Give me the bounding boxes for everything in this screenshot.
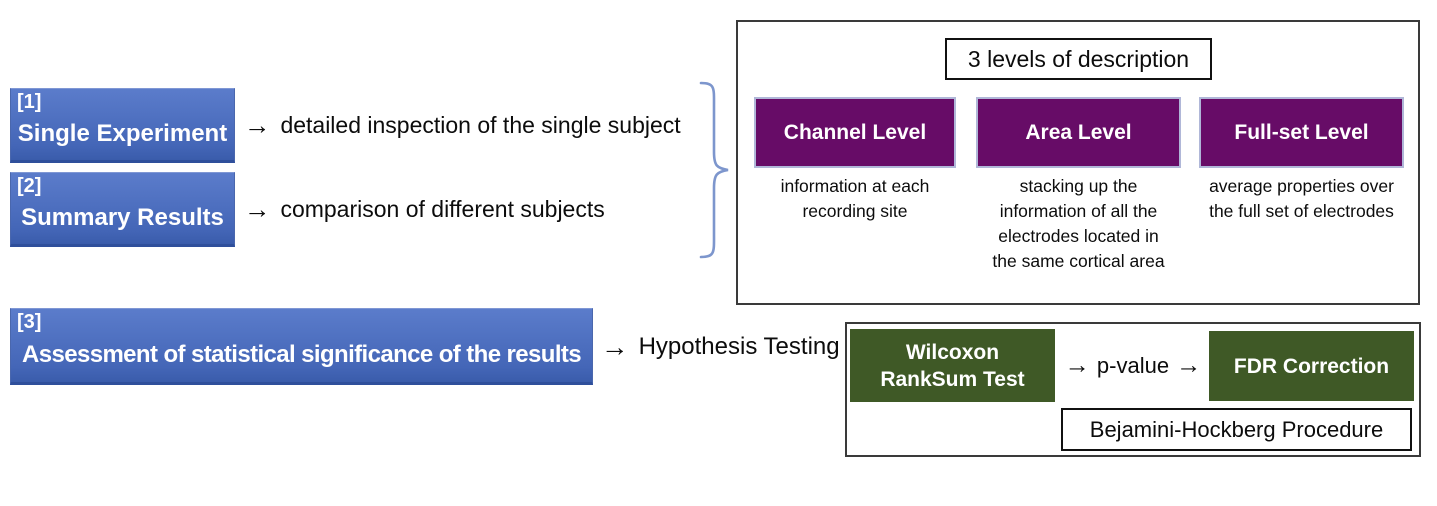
right-arrow-icon: → <box>601 330 629 362</box>
step3-description: Hypothesis Testing <box>638 332 840 360</box>
levels-panel: 3 levels of description Channel Level Ar… <box>736 20 1420 305</box>
benjamini-hochberg-label: Bejamini-Hockberg Procedure <box>1089 416 1384 442</box>
fullset-level-box: Full-set Level <box>1199 97 1404 168</box>
step1-description-row: → detailed inspection of the single subj… <box>244 88 681 163</box>
area-level-description: stacking up the information of all the e… <box>992 176 1165 271</box>
step2-label: Summary Results <box>21 203 224 231</box>
area-level-box: Area Level <box>976 97 1181 168</box>
step2-description-row: → comparison of different subjects <box>244 172 605 247</box>
right-arrow-icon: → <box>244 194 271 225</box>
right-arrow-icon: → <box>1064 350 1090 379</box>
testing-panel: Wilcoxon RankSum Test → p-value → FDR Co… <box>845 322 1421 457</box>
step3-description-row: → Hypothesis Testing <box>601 308 840 385</box>
wilcoxon-test-box: Wilcoxon RankSum Test <box>850 329 1055 402</box>
step3-box: [3] Assessment of statistical significan… <box>10 308 593 385</box>
fullset-level-description: average properties over the full set of … <box>1209 176 1394 221</box>
area-level-label: Area Level <box>1025 120 1132 144</box>
channel-level-label: Channel Level <box>783 120 927 144</box>
step1-description: detailed inspection of the single subjec… <box>280 112 681 138</box>
step3-index: [3] <box>17 311 42 333</box>
channel-level-box: Channel Level <box>754 97 956 168</box>
step2-index: [2] <box>17 175 42 197</box>
step2-description: comparison of different subjects <box>280 196 605 222</box>
right-arrow-icon: → <box>244 110 271 141</box>
channel-level-description: information at each recording site <box>780 176 930 221</box>
levels-panel-title: 3 levels of description <box>967 45 1190 72</box>
levels-panel-title-box: 3 levels of description <box>945 38 1212 80</box>
step2-box: [2] Summary Results <box>10 172 235 247</box>
fdr-correction-label: FDR Correction <box>1233 354 1390 378</box>
benjamini-hochberg-box: Bejamini-Hockberg Procedure <box>1061 408 1412 451</box>
curly-brace <box>699 81 729 259</box>
pvalue-label: p-value <box>1096 352 1170 378</box>
step3-label: Assessment of statistical significance o… <box>21 340 582 368</box>
pvalue-flow: → p-value → <box>1057 329 1209 402</box>
step1-label: Single Experiment <box>17 119 228 147</box>
right-arrow-icon: → <box>1176 350 1202 379</box>
fullset-level-label: Full-set Level <box>1234 120 1369 144</box>
step1-box: [1] Single Experiment <box>10 88 235 163</box>
step1-index: [1] <box>17 91 42 113</box>
wilcoxon-test-label: Wilcoxon RankSum Test <box>880 340 1025 391</box>
fdr-correction-box: FDR Correction <box>1209 331 1414 401</box>
